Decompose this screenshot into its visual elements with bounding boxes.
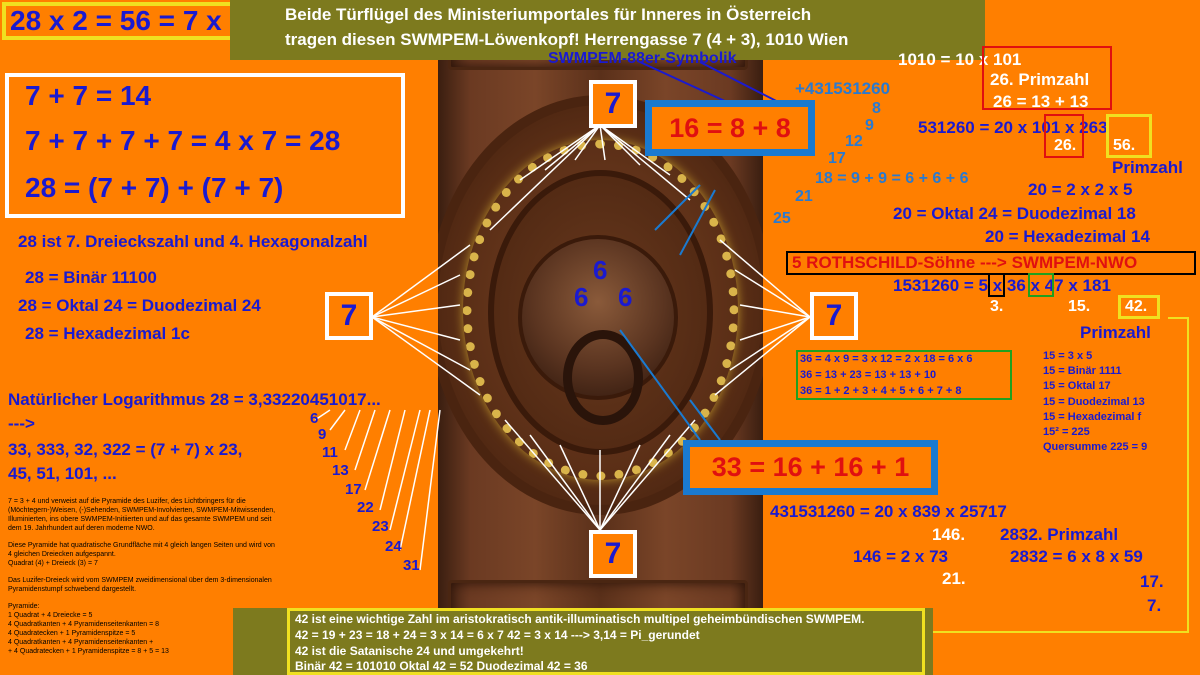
box-263	[1106, 114, 1152, 158]
ln-digit: 31	[403, 557, 420, 574]
seven-box-right: 7	[810, 292, 858, 340]
symbolik-label: SWMPEM-88er-Symbolik	[548, 50, 737, 67]
green-line-1: 36 = 4 x 9 = 3 x 12 = 2 x 18 = 6 x 6	[800, 353, 973, 365]
box-101	[1044, 114, 1084, 158]
seven-box-bottom: 7	[589, 530, 637, 578]
six-left: 6	[574, 282, 589, 312]
seven-box-left: 7	[325, 292, 373, 340]
left-box-line-2: 7 + 7 + 7 + 7 = 4 x 7 = 28	[25, 125, 341, 156]
door-knocker-ring	[563, 330, 643, 425]
f20-b: 20 = Oktal 24 = Duodezimal 18	[893, 204, 1136, 223]
green-36-box	[796, 350, 1012, 400]
prim2832: 2832. Primzahl	[1000, 525, 1119, 544]
box-42	[1118, 295, 1160, 319]
idx-15: 15.	[1068, 298, 1091, 315]
rothschild-banner: 5 ROTHSCHILD-Söhne ---> SWMPEM-NWO	[786, 251, 1196, 275]
ln-result-2: 45, 51, 101, ...	[8, 464, 117, 483]
ln-digit: 24	[385, 538, 402, 555]
ln-digit: 11	[322, 444, 338, 461]
ln-digit: 23	[372, 518, 389, 535]
idx-7: 7.	[1147, 596, 1162, 615]
bottom-line-4: Binär 42 = 101010 Oktal 42 = 52 Duodezim…	[295, 659, 588, 673]
ln-digit: 9	[318, 426, 327, 443]
f15-line: 15 = 3 x 5	[1043, 350, 1093, 362]
f531260: 531260 = 20 x 101 x 263	[918, 118, 1108, 137]
f15-line: 15 = Duodezimal 13	[1043, 396, 1145, 408]
small-text-block: 7 = 3 + 4 und verweist auf die Pyramide …	[8, 498, 276, 655]
phone-digit: 25	[773, 210, 791, 227]
bottom-line-1: 42 ist eine wichtige Zahl im aristokrati…	[295, 612, 865, 626]
header-line-2: tragen diesen SWMPEM-Löwenkopf! Herrenga…	[285, 30, 849, 49]
prim26-box	[982, 46, 1112, 110]
idx-42: 42.	[1125, 298, 1148, 315]
f15-line: Quersumme 225 = 9	[1043, 441, 1148, 453]
bottom-line-3: 42 ist die Satanische 24 und umgekehrt!	[295, 644, 524, 658]
arrow-text: --->	[8, 414, 35, 433]
ln-line: Natürlicher Logarithmus 28 = 3,332204510…	[8, 390, 381, 409]
left-line-4: 28 = Hexadezimal 1c	[25, 324, 190, 343]
six-right: 6	[618, 282, 633, 312]
idx-56: 56.	[1113, 137, 1136, 154]
header-banner	[230, 0, 985, 60]
eq-33-box: 33 = 16 + 16 + 1	[683, 440, 938, 495]
bottom-line-2: 42 = 19 + 23 = 18 + 24 = 3 x 14 = 6 x 7 …	[295, 628, 700, 642]
seven-box-top: 7	[589, 80, 637, 128]
left-box-line-3: 28 = (7 + 7) + (7 + 7)	[25, 172, 284, 203]
prim26-label: 26. Primzahl	[990, 70, 1090, 89]
idx-17: 17.	[1140, 572, 1164, 591]
left-equation-box	[5, 73, 405, 218]
header-line-1: Beide Türflügel des Ministeriumportales …	[285, 5, 812, 24]
primzahl-label-2: Primzahl	[1080, 323, 1151, 342]
green-line-2: 36 = 13 + 23 = 13 + 13 + 10	[800, 369, 937, 381]
phone-digit: 8	[872, 100, 881, 117]
phone-number: +431531260	[795, 79, 891, 98]
phone-digit: 12	[845, 133, 863, 150]
left-line-1: 28 ist 7. Dreieckszahl und 4. Hexagonalz…	[18, 232, 368, 251]
f20-c: 20 = Hexadezimal 14	[985, 227, 1150, 246]
left-box-line-1: 7 + 7 = 14	[25, 80, 152, 111]
f15-line: 15 = Binär 1111	[1043, 365, 1122, 377]
ln-result-1: 33, 333, 32, 322 = (7 + 7) x 23,	[8, 440, 243, 459]
left-line-3: 28 = Oktal 24 = Duodezimal 24	[18, 296, 261, 315]
prim26-eq: 26 = 13 + 13	[993, 92, 1089, 111]
f1531260: 1531260 = 5 x 36 x 47 x 181	[893, 276, 1111, 295]
ln-digit: 13	[332, 462, 349, 479]
idx-26: 26.	[1054, 137, 1077, 154]
idx-21: 21.	[942, 569, 966, 588]
f431: 431531260 = 20 x 839 x 25717	[770, 502, 1007, 521]
eq-16-box: 16 = 8 + 8	[645, 100, 815, 156]
ln-digit: 17	[345, 481, 362, 498]
left-line-2: 28 = Binär 11100	[25, 268, 157, 287]
box-5	[988, 273, 1005, 297]
f15-line: 15² = 225	[1043, 426, 1090, 438]
phone-digit: 9	[865, 117, 874, 134]
f146: 146 = 2 x 73	[853, 547, 949, 566]
f20-a: 20 = 2 x 2 x 5	[1028, 180, 1133, 199]
primzahl-label: Primzahl	[1112, 158, 1183, 177]
wien-eq: 1010 = 10 x 101	[898, 50, 1022, 69]
green-line-3: 36 = 1 + 2 + 3 + 4 + 5 + 6 + 7 + 8	[800, 385, 962, 397]
phone-digit: 21	[795, 188, 813, 205]
bottom-banner-border	[287, 608, 925, 675]
f15-line: 15 = Oktal 17	[1043, 380, 1111, 392]
idx-3: 3.	[990, 298, 1004, 315]
ln-digit: 22	[357, 499, 374, 516]
f2832: 2832 = 6 x 8 x 59	[1010, 547, 1143, 566]
eq-18: 18 = 9 + 9 = 6 + 6 + 6	[815, 170, 969, 187]
f15-line: 15 = Hexadezimal f	[1043, 411, 1142, 423]
ln-digit: 6	[310, 410, 319, 427]
idx-146: 146.	[932, 525, 966, 544]
six-top: 6	[593, 255, 608, 285]
box-36	[1028, 273, 1054, 297]
bottom-banner	[233, 608, 933, 675]
phone-digit: 17	[828, 150, 846, 167]
